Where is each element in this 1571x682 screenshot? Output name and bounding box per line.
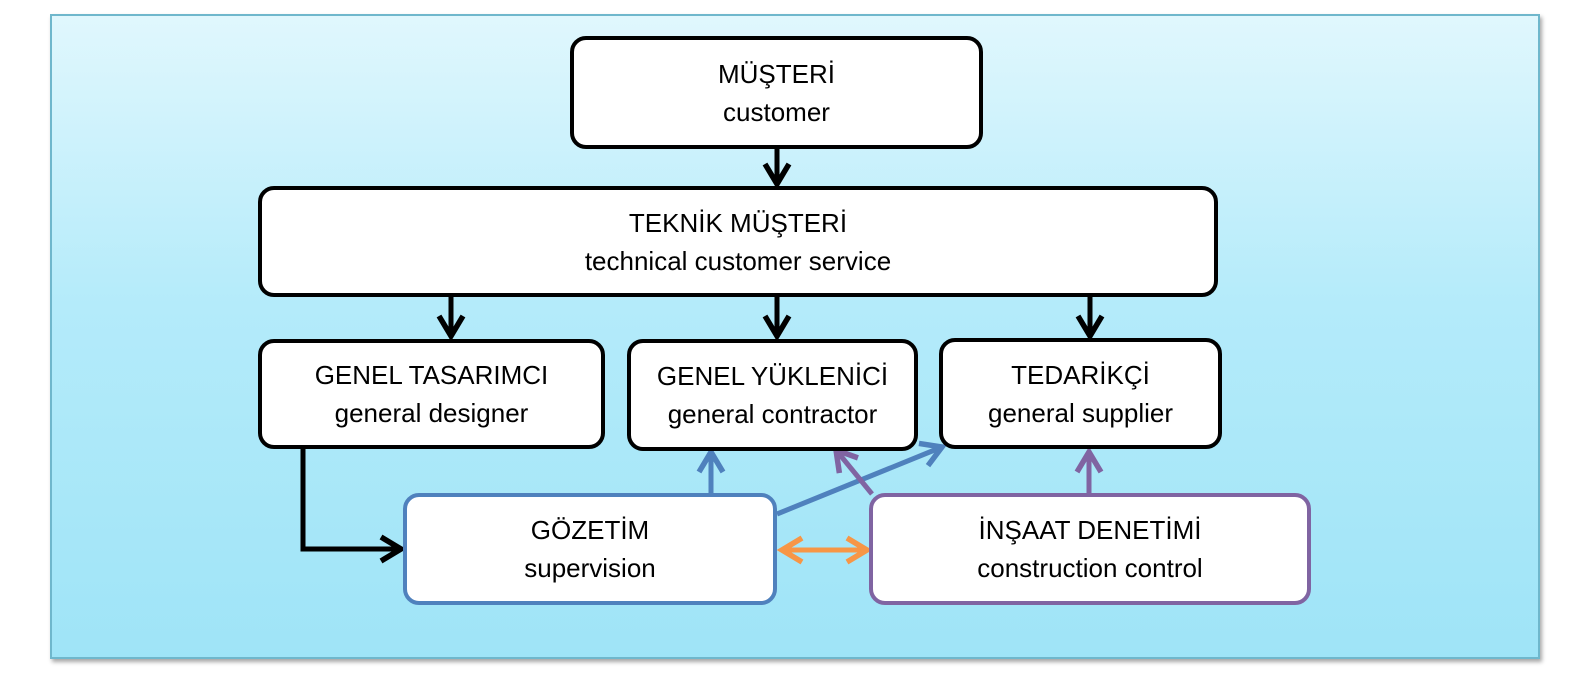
node-supervision-tr: GÖZETİM	[530, 515, 650, 545]
node-designer-en: general designer	[334, 398, 529, 428]
node-customer: MÜŞTERİ customer	[570, 36, 983, 149]
node-construction-tr: İNŞAAT DENETİMİ	[978, 515, 1202, 545]
node-supervision: GÖZETİM supervision	[403, 493, 777, 605]
arrow-construction-to-contractor	[832, 445, 874, 496]
node-technical-tr: TEKNİK MÜŞTERİ	[628, 207, 848, 238]
node-contractor-en: general contractor	[667, 399, 878, 429]
node-designer-tr: GENEL TASARIMCI	[314, 360, 549, 390]
node-general-supplier: TEDARİKÇİ general supplier	[939, 338, 1222, 449]
node-supplier-en: general supplier	[987, 397, 1173, 428]
node-technical-customer: TEKNİK MÜŞTERİ technical customer servic…	[258, 186, 1218, 297]
arrow-designer-to-supervision	[300, 448, 407, 564]
node-construction-control: İNŞAAT DENETİMİ construction control	[869, 493, 1311, 605]
node-customer-en: customer	[723, 96, 830, 127]
node-contractor-tr: GENEL YÜKLENİCİ	[656, 361, 889, 391]
node-general-contractor: GENEL YÜKLENİCİ general contractor	[627, 339, 918, 451]
node-construction-en: construction control	[977, 553, 1203, 583]
node-supervision-en: supervision	[524, 553, 656, 583]
node-supplier-tr: TEDARİKÇİ	[1011, 359, 1150, 390]
node-general-designer: GENEL TASARIMCI general designer	[258, 339, 605, 449]
node-technical-en: technical customer service	[584, 245, 892, 276]
node-customer-tr: MÜŞTERİ	[718, 58, 835, 89]
